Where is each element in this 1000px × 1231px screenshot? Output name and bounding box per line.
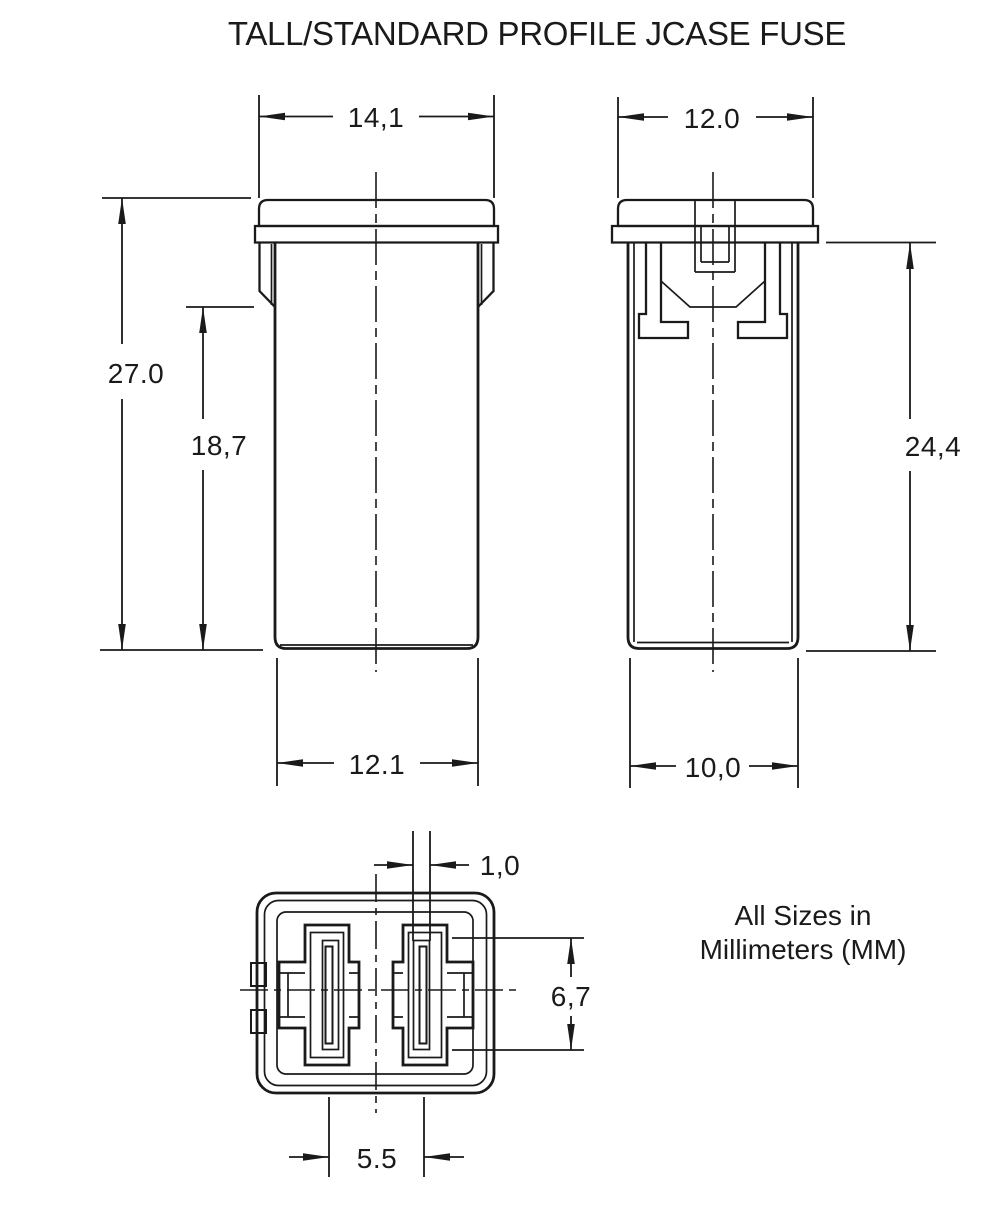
dim-side-height-label: 24,4 [905,431,962,462]
side-view [610,172,820,672]
dim-side-body-width-label: 10,0 [685,752,742,783]
front-flange [253,224,500,244]
front-wing-right [477,242,495,308]
drawing-title: TALL/STANDARD PROFILE JCASE FUSE [228,15,846,52]
units-note: All Sizes in Millimeters (MM) [700,900,907,965]
dim-side-top-width-label: 12.0 [684,103,741,134]
bottom-left-blade [324,945,334,1045]
side-latch-right [736,242,789,340]
front-wing-left [258,242,276,308]
dim-terminal-slot-thickness: 1,0 [374,831,520,941]
dim-side-height: 24,4 [806,241,962,652]
dim-front-top-width-label: 14,1 [348,102,405,133]
dim-terminal-slot-thickness-label: 1,0 [480,850,520,881]
units-note-line2: Millimeters (MM) [700,934,907,965]
bottom-left-terminal-slot [277,923,361,1067]
units-note-line1: All Sizes in [735,900,872,931]
dim-terminal-slot-length: 6,7 [452,937,591,1051]
dim-front-body-height-label: 18,7 [191,430,248,461]
side-center-tab [694,200,736,273]
bottom-view [240,874,517,1113]
front-cap [257,198,496,228]
dim-front-overall-height: 27.0 [100,197,263,651]
dim-front-body-height: 18,7 [186,306,254,650]
dim-front-body-width-label: 12.1 [349,749,406,780]
dim-side-top-width: 12.0 [617,97,814,198]
bottom-right-blade [418,945,428,1045]
side-latch-left [637,242,690,340]
dim-side-body-width: 10,0 [629,658,799,788]
dim-front-body-width: 12.1 [276,658,479,786]
front-view [253,172,500,672]
side-cap [616,198,815,228]
dim-terminal-pitch-label: 5.5 [357,1143,397,1174]
dim-terminal-slot-length-label: 6,7 [551,981,591,1012]
side-flange [610,224,820,244]
bottom-left-tab-lower [250,1009,267,1034]
bottom-right-terminal-slot [391,923,475,1067]
dim-front-overall-height-label: 27.0 [108,358,165,389]
dim-terminal-pitch: 5.5 [289,1097,464,1177]
bottom-left-tab-upper [250,962,267,987]
dim-front-top-width: 14,1 [258,95,495,198]
